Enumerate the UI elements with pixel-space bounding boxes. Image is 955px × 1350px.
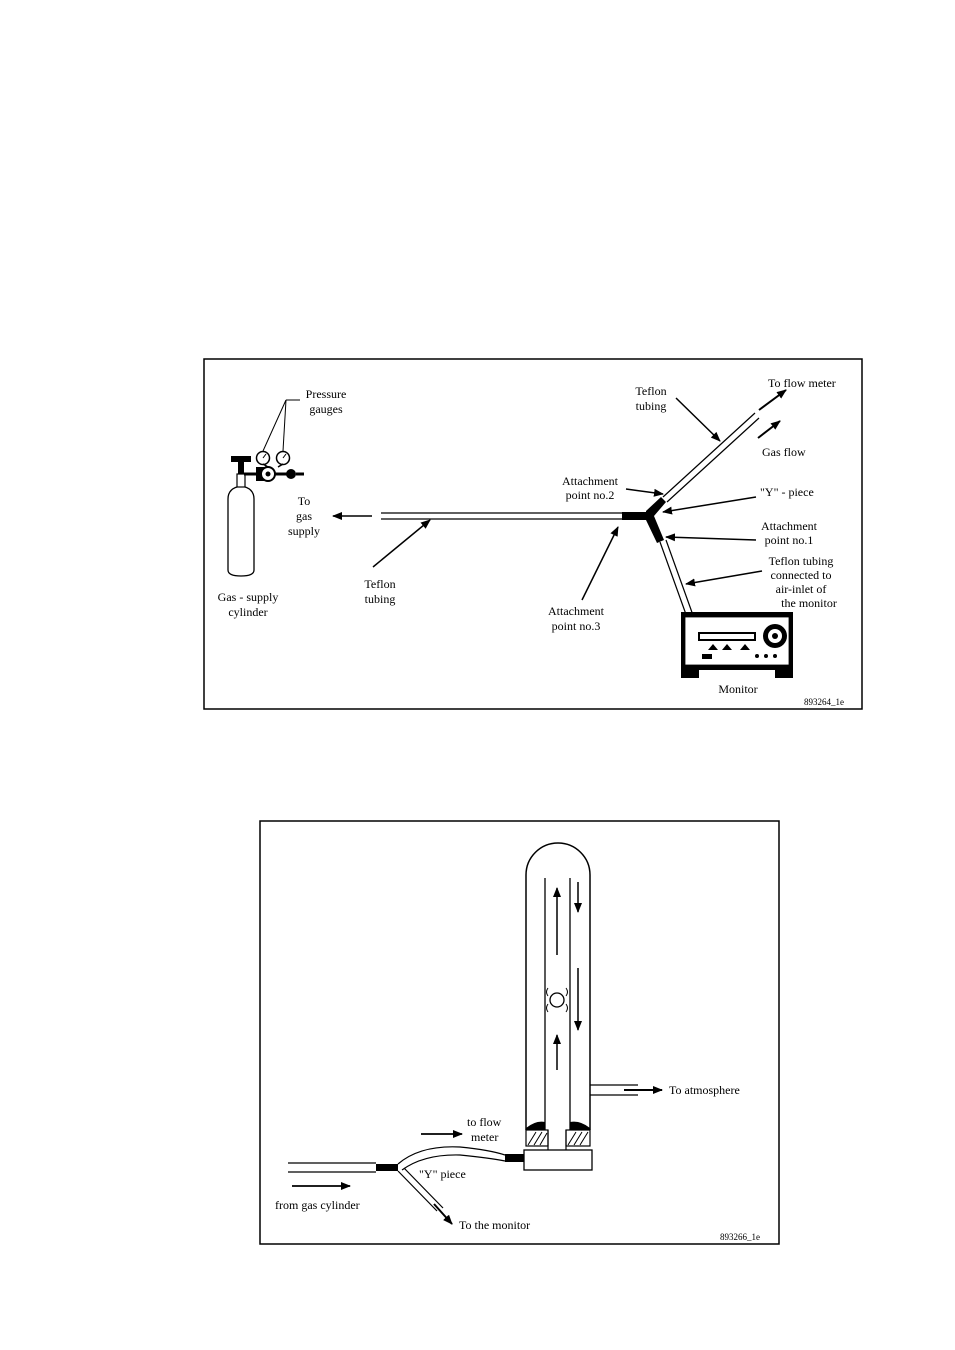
teflon-tubing-monitor-label: Teflon tubing	[769, 554, 834, 568]
svg-text:tubing: tubing	[365, 592, 396, 606]
svg-text:point no.3: point no.3	[552, 619, 601, 633]
svg-text:gas: gas	[296, 509, 312, 523]
monitor-device-icon	[681, 612, 793, 678]
teflon-tube-horizontal	[381, 512, 648, 520]
svg-text:tubing: tubing	[636, 399, 667, 413]
teflon-tubing-left-label: Teflon	[364, 577, 395, 591]
svg-text:point no.2: point no.2	[566, 488, 615, 502]
figure-id-1: 893264_1e	[804, 697, 844, 707]
diagram-calibration-setup: Pressure gauges To gas supply Gas - supp…	[203, 358, 863, 710]
gas-cylinder-icon	[227, 456, 304, 577]
attachment-point-1-label: Attachment	[761, 519, 818, 533]
to-flow-meter-label-2: to flow	[467, 1115, 502, 1129]
svg-text:air-inlet of: air-inlet of	[776, 582, 827, 596]
figure-id-2: 893266_1e	[720, 1232, 760, 1242]
y-piece-label: "Y" - piece	[760, 485, 814, 499]
diagram2-frame	[259, 820, 780, 1245]
svg-text:meter: meter	[471, 1130, 498, 1144]
svg-text:point no.1: point no.1	[765, 533, 814, 547]
svg-text:connected to: connected to	[771, 568, 832, 582]
attachment-point-3	[622, 512, 648, 520]
float-ball-icon	[549, 992, 565, 1008]
pressure-gauge-icon	[255, 450, 291, 468]
to-the-monitor-label: To the monitor	[459, 1218, 530, 1232]
teflon-tubing-top-label: Teflon	[635, 384, 666, 398]
svg-text:gauges: gauges	[309, 402, 343, 416]
from-gas-cylinder-label: from gas cylinder	[275, 1198, 360, 1212]
diagram1-frame	[203, 358, 863, 710]
teflon-tube-upper	[662, 389, 787, 503]
cylinder-label: Gas - supply	[218, 590, 279, 604]
to-flow-meter-label: To flow meter	[768, 376, 836, 390]
to-gas-supply-label: To	[298, 494, 311, 508]
y-piece-icon	[646, 497, 666, 543]
teflon-tube-lower	[659, 539, 695, 621]
y-piece-label-2: "Y" piece	[419, 1167, 466, 1181]
svg-text:the monitor: the monitor	[781, 596, 837, 610]
svg-text:cylinder: cylinder	[228, 605, 267, 619]
gas-flow-label: Gas flow	[762, 445, 806, 459]
attachment-point-2-label: Attachment	[562, 474, 619, 488]
inlet-tubing	[288, 1130, 524, 1225]
to-atmosphere-label: To atmosphere	[669, 1083, 740, 1097]
monitor-label: Monitor	[718, 682, 757, 696]
diagram-flow-meter: To atmosphere to flow meter "Y" piece fr…	[259, 820, 780, 1245]
pressure-gauges-label: Pressure	[306, 387, 347, 401]
attachment-point-3-label: Attachment	[548, 604, 605, 618]
flow-meter-tube-icon	[523, 842, 663, 1171]
svg-text:supply: supply	[288, 524, 320, 538]
